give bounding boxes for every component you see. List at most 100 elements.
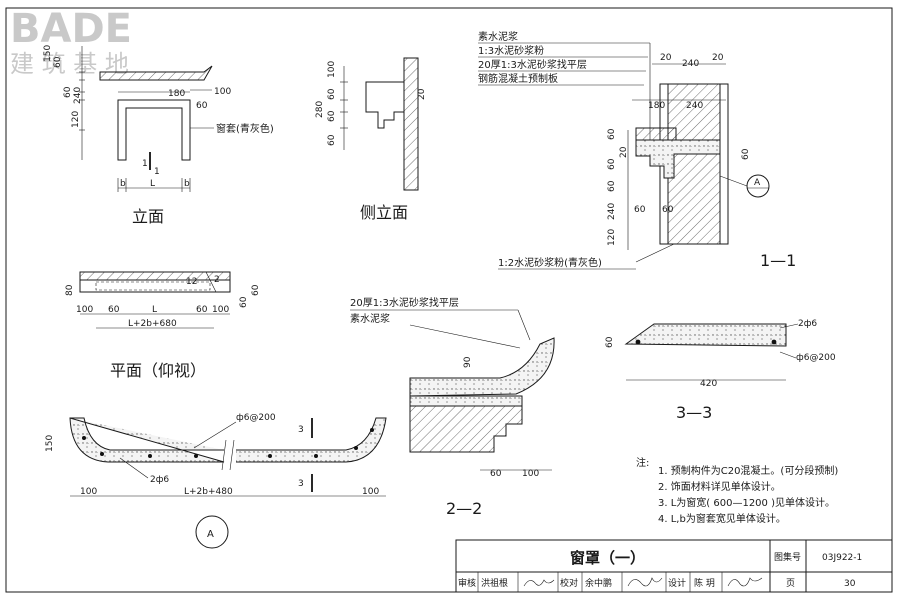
note-3: 3. L为窗宽( 600—1200 )见单体设计。 [658,496,835,509]
detail-a-dim-total: L+2b+480 [184,487,233,497]
s1-label-bottom: 1:2水泥砂浆粉(青灰色) [498,256,602,269]
reviewer-signature [523,579,555,587]
detail-a-dim-100a: 100 [80,487,97,497]
s1-dim-120: 120 [607,229,617,246]
s1-label-slurry: 素水泥浆 [478,30,518,43]
plan-dim-100a: 100 [76,305,93,315]
side-dim-20: 20 [417,88,427,100]
plan-dim-100b: 100 [212,305,229,315]
section-2-view: 20厚1:3水泥砂浆找平层 素水泥浆 90 60 100 2—2 [350,296,555,518]
elev-hood [99,65,213,81]
elev-cut-1b: 1 [154,167,160,177]
title-block-design-label: 设计 [668,577,686,589]
plan-dim-60b: 60 [196,305,208,315]
detail-a-cut-3b: 3 [298,479,304,489]
plan-dim-80: 80 [65,284,75,296]
detail-a-rebar-spacing: ф6@200 [236,413,276,423]
s1-dim-60c: 60 [607,180,617,192]
detail-a-dim-150: 150 [45,435,55,452]
s1-dim-180: 180 [648,101,665,111]
detail-a-marker-label: A [207,529,214,540]
side-hood-profile [365,81,405,129]
plan-dim-60d: 60 [251,284,261,296]
s2-label-leveling: 20厚1:3水泥砂浆找平层 [350,296,459,309]
side-wall [403,57,419,191]
detail-a-dim-100b: 100 [362,487,379,497]
s3-rebar-spacing: ф6@200 [796,353,836,363]
s1-dim-60e: 60 [662,205,674,215]
plan-hood [79,271,231,281]
plan-view: 80 2 12 60 60 100 60 L 60 100 L+2b+680 平… [65,271,261,380]
elev-dim-180: 180 [168,89,185,99]
section-1-view: 素水泥浆 1:3水泥砂浆粉 20厚1:3水泥砂浆找平层 钢筋混凝土预制板 20 … [478,30,796,270]
elev-dim-60b: 60 [63,86,73,98]
s1-dim-20c: 20 [619,146,629,158]
elev-window-frame [117,99,191,161]
plan-dim-60c: 60 [239,296,249,308]
s3-rebar-right [771,339,777,345]
designer-signature [727,577,763,587]
side-dim-60b: 60 [327,110,337,122]
s1-detail-ref-label: A [754,178,761,188]
s2-wall [409,405,523,453]
title-block-atlas-no: 03J922-1 [822,553,862,563]
s1-dim-60a: 60 [607,128,617,140]
s1-label-mortar: 1:3水泥砂浆粉 [478,44,544,57]
s3-rebar-left [635,339,641,345]
title-block-review-label: 审核 [458,577,476,589]
title-block: 窗罩（一） 图集号 03J922-1 审核 洪祖根 校对 余中鹏 设计 陈 玥 … [455,539,893,593]
plan-title: 平面（仰视） [110,361,206,380]
elevation-view: 150 60 60 240 120 180 60 100 窗套(青灰色) 1 1… [43,45,274,226]
plan-dim-total: L+2b+680 [128,319,177,329]
title-block-check-label: 校对 [560,577,578,589]
s3-dim-60: 60 [605,336,615,348]
note-1: 1. 预制构件为C20混凝土。(可分段预制) [658,464,838,477]
s2-label-slurry: 素水泥浆 [350,312,390,325]
s1-title: 1—1 [760,251,796,270]
notes-header: 注: [636,456,649,469]
title-block-reviewer: 洪祖根 [481,577,508,589]
s1-dim-20b: 20 [712,53,724,63]
s2-dim-60: 60 [490,469,502,479]
s3-dim-420: 420 [700,379,717,389]
logo-brand: BADE [10,6,132,52]
side-elevation-view: 100 280 60 60 60 20 侧立面 [315,57,427,222]
s1-dim-60b: 60 [607,158,617,170]
elev-dim-100: 100 [214,87,231,97]
plan-dim-2: 2 [214,275,220,285]
side-dim-100: 100 [327,61,337,78]
title-block-checker: 余中鹏 [585,577,612,589]
elev-dim-240: 240 [73,87,83,104]
s2-title: 2—2 [446,499,482,518]
elev-title: 立面 [132,207,164,226]
checker-signature [627,577,663,587]
side-dim-60c: 60 [327,134,337,146]
s3-title: 3—3 [676,403,712,422]
side-dim-280: 280 [315,101,325,118]
s1-dim-240a: 240 [682,59,699,69]
elev-dim-120: 120 [71,111,81,128]
s2-dim-90: 90 [463,356,473,368]
elev-dim-b1: b [120,179,126,189]
notes-block: 注: 1. 预制构件为C20混凝土。(可分段预制) 2. 饰面材料详见单体设计。… [636,456,838,525]
detail-a-cut-3: 3 [298,425,304,435]
s3-slab [624,323,787,347]
elev-dim-150: 150 [43,45,53,62]
elev-cut-1: 1 [142,159,148,169]
s2-dim-100: 100 [522,469,539,479]
plan-dim-L: L [152,305,157,315]
elev-window-label: 窗套(青灰色) [216,122,274,135]
s1-dim-20a: 20 [660,53,672,63]
elev-dim-60c: 60 [196,101,208,111]
s3-rebar-bars: 2ф6 [798,319,817,329]
sheet-border [5,7,893,593]
s1-dim-50: 60 [741,148,751,160]
elev-dim-b2: b [184,179,190,189]
title-block-designer: 陈 玥 [694,577,715,589]
side-title: 侧立面 [360,203,408,222]
note-4: 4. L,b为窗套宽见单体设计。 [658,512,786,525]
title-block-page-no: 30 [844,579,856,589]
s1-wall [667,83,721,245]
s1-dim-60d: 60 [634,205,646,215]
